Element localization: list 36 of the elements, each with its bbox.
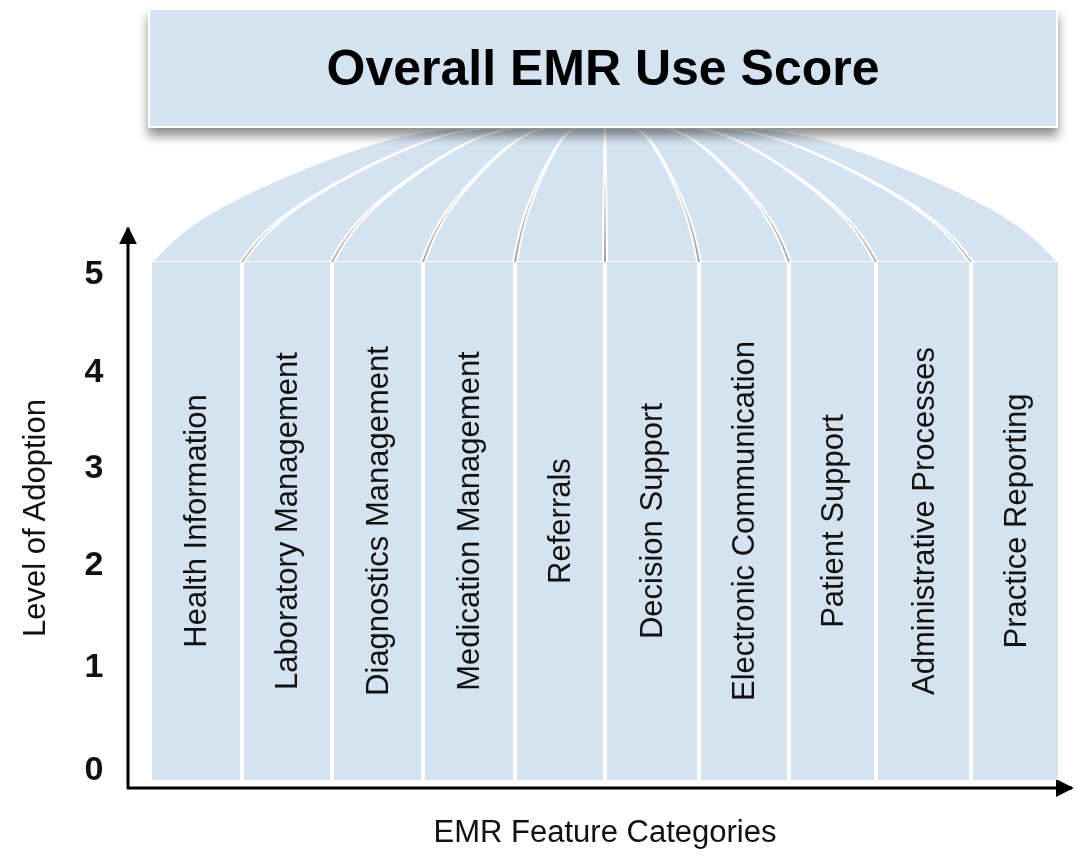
tick-label: 2 xyxy=(84,543,104,583)
category-label: Laboratory Management xyxy=(269,352,305,690)
category-column xyxy=(334,262,421,780)
category-label: Electronic Communication xyxy=(726,340,762,702)
tick-label: 0 xyxy=(84,748,104,788)
category-column xyxy=(425,262,513,780)
category-column xyxy=(152,262,240,780)
tick-label: 5 xyxy=(84,252,104,292)
score-box xyxy=(148,8,1058,128)
category-label: Diagnostics Management xyxy=(359,346,396,696)
category-column xyxy=(244,262,330,780)
connector-band xyxy=(664,127,875,263)
category-label: Practice Reporting xyxy=(997,393,1034,649)
score-title: Overall EMR Use Score xyxy=(326,39,880,97)
category-label: Administrative Processes xyxy=(905,347,942,695)
category-column xyxy=(607,262,697,780)
tick-label: 4 xyxy=(84,350,104,390)
connector-band xyxy=(634,127,788,263)
tick-label: 3 xyxy=(84,446,104,486)
category-column xyxy=(878,262,969,780)
connector-band xyxy=(724,127,1059,263)
category-label: Decision Support xyxy=(634,402,670,640)
category-label: Health Information xyxy=(178,394,214,648)
category-column xyxy=(791,262,874,780)
category-column xyxy=(517,262,603,780)
axis-title: Level of Adoption xyxy=(17,399,53,637)
connector-band xyxy=(694,127,970,263)
tick-label: 1 xyxy=(84,645,104,685)
axis-title: EMR Feature Categories xyxy=(433,814,777,850)
connector-band xyxy=(604,127,698,263)
category-label: Patient Support xyxy=(814,414,851,628)
category-column xyxy=(701,262,787,780)
category-label: Medication Management xyxy=(451,351,487,691)
category-label: Referrals xyxy=(542,458,578,584)
category-column xyxy=(973,262,1058,780)
connector-band xyxy=(516,127,606,263)
